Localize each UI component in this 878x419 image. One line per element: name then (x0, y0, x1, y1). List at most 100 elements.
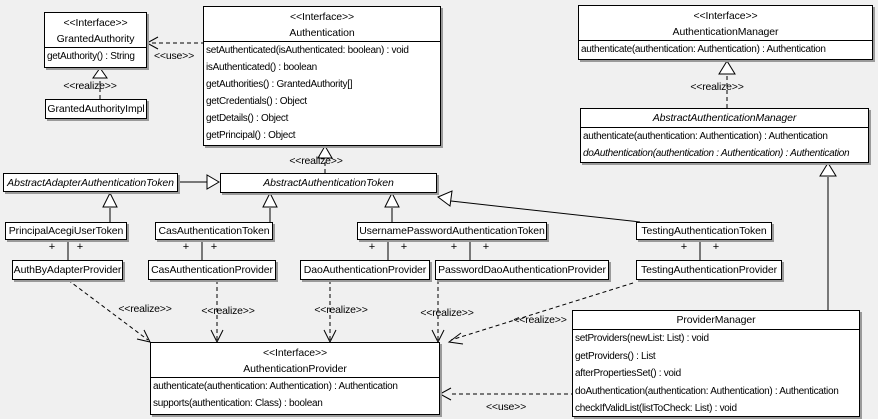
plus-sign: + (712, 241, 720, 253)
plus-sign: + (48, 241, 56, 253)
plus-sign: + (482, 241, 490, 253)
class-name: AbstractAdapterAuthenticationToken (7, 176, 174, 189)
class-name: AuthByAdapterProvider (13, 264, 122, 276)
class-header: <<Interface>> Authentication (204, 7, 440, 42)
class-authentication-provider: <<Interface>> AuthenticationProvider aut… (150, 342, 440, 415)
method: getCredentials() : Object (206, 96, 307, 107)
generalize-edge (450, 200, 641, 223)
class-name: Authentication (289, 27, 355, 39)
method: authenticate(authentication: Authenticat… (583, 131, 828, 142)
hollow-triangle (384, 191, 400, 208)
open-arrowhead (447, 332, 464, 345)
method: setAuthenticated(isAuthenticated: boolea… (206, 45, 409, 56)
hollow-triangle (437, 190, 453, 207)
class-abstract-adapter-authentication-token: AbstractAdapterAuthenticationToken (3, 173, 178, 192)
class-name: AbstractAuthenticationToken (263, 177, 394, 189)
hollow-triangle (92, 67, 108, 79)
hollow-triangle (102, 191, 118, 208)
hollow-triangle (718, 60, 736, 75)
class-header: <<Interface>> AuthenticationProvider (151, 343, 439, 378)
plus-sign: + (210, 241, 218, 253)
class-authentication-manager: <<Interface>> AuthenticationManager auth… (578, 5, 873, 60)
abstract-method: doAuthentication(authentication : Authen… (583, 148, 850, 159)
hollow-triangle (262, 191, 278, 208)
open-arrowhead (438, 387, 452, 401)
class-name: PasswordDaoAuthenticationProvider (438, 264, 606, 276)
method: isAuthenticated() : boolean (206, 62, 317, 73)
class-name: TestingAuthenticationProvider (640, 264, 777, 276)
class-name: CasAuthenticationToken (158, 225, 270, 237)
class-abstract-authentication-token: AbstractAuthenticationToken (220, 173, 437, 193)
realize-label: <<realize>> (118, 303, 172, 315)
class-header: AbstractAuthenticationManager (581, 109, 868, 128)
realize-edge (67, 279, 149, 341)
class-password-dao-authentication-provider: PasswordDaoAuthenticationProvider (435, 260, 609, 280)
method: authenticate(authentication: Authenticat… (581, 44, 826, 55)
plus-sign: + (368, 241, 376, 253)
class-name: PrincipalAcegiUserToken (8, 225, 124, 237)
realize-label: <<realize>> (420, 307, 474, 319)
method: supports(authentication: Class) : boolea… (153, 398, 323, 409)
method: getAuthorities() : GrantedAuthority[] (206, 79, 353, 90)
class-name: AbstractAuthenticationManager (652, 112, 797, 124)
class-name: GrantedAuthorityImpl (47, 103, 145, 115)
open-arrowhead (136, 329, 151, 343)
class-name: AuthenticationProvider (243, 363, 347, 375)
class-granted-authority-impl: GrantedAuthorityImpl (45, 99, 147, 119)
realize-label: <<realize>> (289, 155, 343, 167)
realize-label: <<realize>> (201, 305, 255, 317)
realize-label: <<realize>> (690, 81, 744, 93)
stereotype: <<Interface>> (693, 10, 758, 22)
class-name: GrantedAuthority (56, 33, 135, 45)
method: authenticate(authentication: Authenticat… (153, 381, 398, 392)
stereotype: <<Interface>> (262, 347, 328, 359)
class-authentication: <<Interface>> Authentication setAuthenti… (203, 6, 441, 146)
class-provider-manager: ProviderManager setProviders(newList: Li… (572, 310, 860, 417)
plus-sign: + (680, 241, 688, 253)
hollow-triangle (206, 174, 220, 190)
hollow-triangle (819, 162, 837, 177)
method: checkIfValidList(listToCheck: List) : vo… (575, 403, 737, 415)
method: afterPropertiesSet() : void (575, 368, 681, 380)
realize-label: <<realize>> (314, 304, 368, 316)
class-name: UsernamePasswordAuthenticationToken (359, 225, 545, 237)
class-header: ProviderManager (573, 311, 859, 330)
method: getProviders() : List (575, 350, 656, 362)
open-arrowhead (145, 36, 159, 50)
class-username-password-authentication-token: UsernamePasswordAuthenticationToken (357, 222, 547, 240)
method: setProviders(newList: List) : void (575, 333, 709, 344)
use-label: <<use>> (485, 401, 527, 413)
plus-sign: + (182, 241, 190, 253)
class-header: <<Interface>> GrantedAuthority (45, 13, 146, 48)
class-principal-acegi-user-token: PrincipalAcegiUserToken (5, 222, 127, 240)
class-name: CasAuthenticationProvider (151, 264, 273, 276)
class-header: <<Interface>> AuthenticationManager (579, 6, 872, 41)
class-auth-by-adapter-provider: AuthByAdapterProvider (12, 260, 123, 280)
class-name: TestingAuthenticationToken (641, 225, 767, 237)
realize-label: <<realize>> (513, 314, 567, 326)
class-testing-authentication-token: TestingAuthenticationToken (636, 222, 772, 240)
realize-label: <<realize>> (63, 80, 117, 92)
stereotype: <<Interface>> (289, 11, 355, 23)
class-granted-authority: <<Interface>> GrantedAuthority getAuthor… (44, 12, 147, 68)
method: getDetails() : Object (206, 113, 289, 124)
plus-sign: + (400, 241, 408, 253)
plus-sign: + (76, 241, 84, 253)
class-cas-authentication-token: CasAuthenticationToken (155, 222, 273, 240)
plus-sign: + (450, 241, 458, 253)
class-name: AuthenticationManager (672, 26, 779, 38)
class-dao-authentication-provider: DaoAuthenticationProvider (300, 260, 430, 280)
use-label: <<use>> (153, 50, 195, 62)
method: getAuthority() : String (47, 51, 135, 62)
class-testing-authentication-provider: TestingAuthenticationProvider (636, 260, 782, 280)
realize-edge (450, 282, 634, 341)
class-abstract-authentication-manager: AbstractAuthenticationManager authentica… (580, 108, 869, 163)
method: getPrincipal() : Object (206, 130, 296, 141)
stereotype: <<Interface>> (63, 17, 128, 29)
method: doAuthentication(authentication: Authent… (575, 385, 839, 397)
hollow-triangle (317, 145, 333, 159)
class-name: DaoAuthenticationProvider (303, 264, 427, 276)
class-cas-authentication-provider: CasAuthenticationProvider (148, 260, 276, 280)
